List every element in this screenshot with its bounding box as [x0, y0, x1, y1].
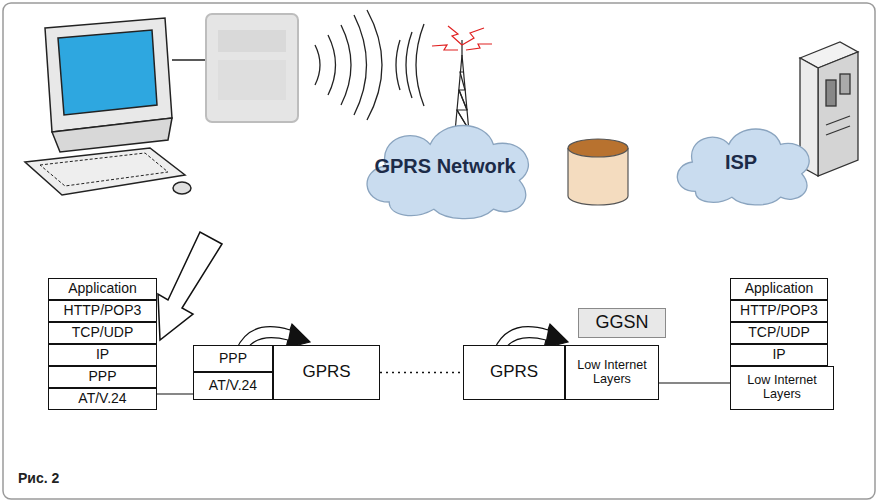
node-label: GPRS	[299, 363, 353, 382]
node-label: AT/V.24	[206, 378, 260, 393]
ggsn-cylinder	[568, 139, 628, 205]
node-label: GPRS	[487, 363, 541, 382]
node-label: HTTP/POP3	[737, 303, 821, 318]
network-cloud: GPRS Network	[352, 112, 538, 220]
protocol-layer: Low Internet Layers	[730, 366, 834, 410]
node-label: IP	[769, 347, 788, 362]
protocol-layer: GPRS	[463, 345, 565, 400]
figure-caption: Рис. 2	[18, 470, 59, 486]
computer-illustration	[25, 18, 205, 195]
node-label: TCP/UDP	[745, 325, 812, 340]
protocol-layer: AT/V.24	[48, 388, 157, 410]
protocol-layer: IP	[730, 344, 828, 366]
protocol-layer: HTTP/POP3	[48, 300, 157, 322]
hollow-pointer-arrow	[158, 232, 222, 340]
node-label: Application	[65, 281, 140, 296]
node-label: GGSN	[592, 313, 651, 333]
protocol-layer: IP	[48, 344, 157, 366]
protocol-layer: HTTP/POP3	[730, 300, 828, 322]
frame	[3, 3, 875, 499]
protocol-layer: Application	[48, 278, 157, 300]
node-label: TCP/UDP	[69, 325, 136, 340]
network-cloud: ISP	[665, 118, 817, 206]
connector-line	[380, 372, 463, 374]
radio-waves	[315, 10, 424, 120]
node-label: GPRS Network	[371, 155, 518, 177]
node-label: PPP	[85, 369, 119, 384]
cloud-shape	[367, 126, 528, 219]
node-label: IP	[93, 347, 112, 362]
protocol-layer: TCP/UDP	[48, 322, 157, 344]
protocol-layer: Application	[730, 278, 828, 300]
gateway-label-box: GGSN	[578, 308, 666, 338]
protocol-layer: PPP	[48, 366, 157, 388]
connector-line	[659, 382, 730, 383]
protocol-layer: PPP	[193, 345, 273, 372]
modem-illustration	[206, 14, 298, 122]
protocol-layer: Low Internet Layers	[565, 345, 659, 400]
node-label: Application	[742, 281, 817, 296]
node-label: ISP	[722, 151, 760, 173]
connector-line	[157, 393, 193, 394]
cloud-shape	[677, 129, 809, 205]
protocol-layer: TCP/UDP	[730, 322, 828, 344]
protocol-layer: AT/V.24	[193, 372, 273, 400]
node-label: Low Internet Layers	[566, 359, 658, 387]
node-label: PPP	[216, 351, 250, 366]
node-label: Low Internet Layers	[731, 374, 833, 402]
node-label: HTTP/POP3	[61, 303, 145, 318]
protocol-layer: GPRS	[273, 345, 380, 400]
node-label: AT/V.24	[75, 391, 129, 406]
